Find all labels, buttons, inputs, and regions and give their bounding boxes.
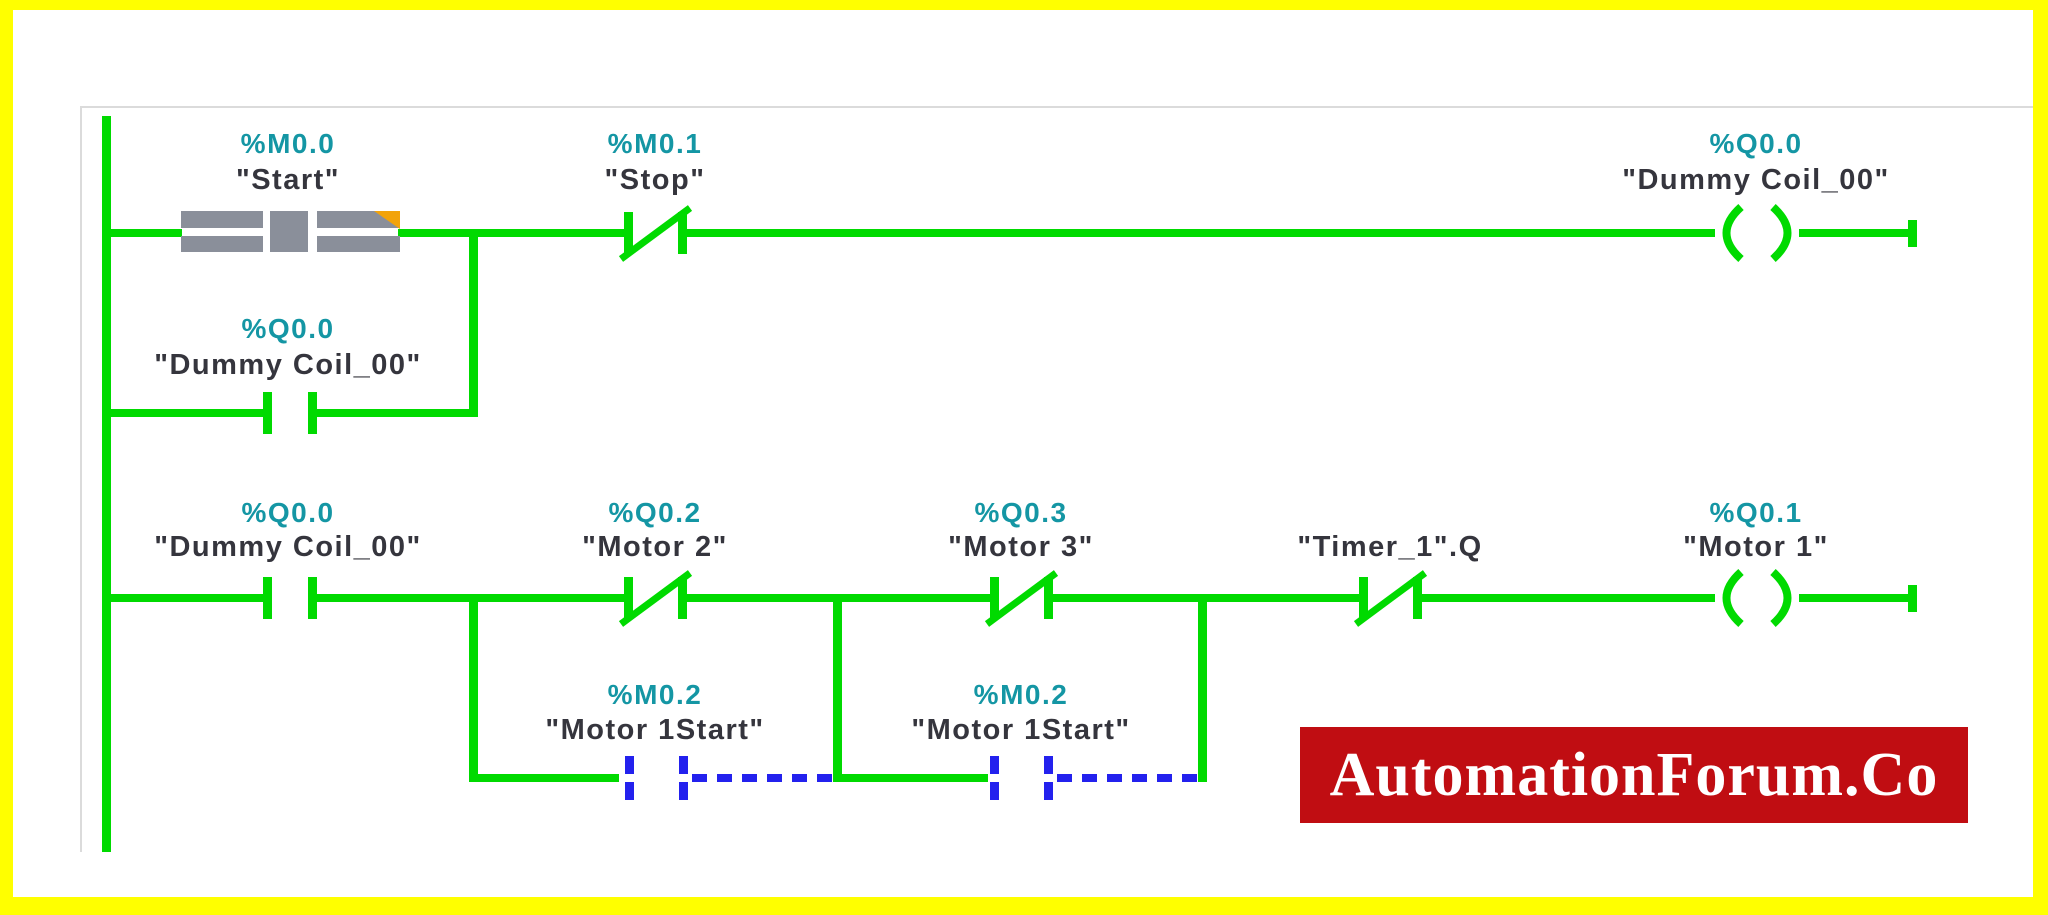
- watermark-banner: AutomationForum.Co: [1300, 727, 1968, 823]
- motor3-address[interactable]: %Q0.3: [974, 497, 1068, 528]
- stop-nc-contact-symbol[interactable]: [618, 205, 693, 262]
- motor1start-no-contact-a-symbol[interactable]: [625, 756, 838, 800]
- motor1-address[interactable]: %Q0.1: [1709, 497, 1803, 528]
- frame-border-right: [2033, 0, 2048, 915]
- dummy-coil-symbol[interactable]: [1722, 204, 1792, 262]
- branch2-wires: [469, 598, 1207, 782]
- stop-address[interactable]: %M0.1: [607, 128, 703, 159]
- dummy-r2-name[interactable]: "Dummy Coil_00": [154, 531, 422, 563]
- motor1start-b-name[interactable]: "Motor 1Start": [911, 714, 1131, 746]
- start-name[interactable]: "Start": [235, 164, 341, 196]
- motor1start-b-address[interactable]: %M0.2: [973, 679, 1069, 710]
- motor1start-a-address[interactable]: %M0.2: [607, 679, 703, 710]
- dummy-coil-no-contact-symbol[interactable]: [263, 577, 317, 619]
- start-address[interactable]: %M0.0: [240, 128, 336, 159]
- motor1-name[interactable]: "Motor 1": [1683, 531, 1829, 563]
- sealin-address[interactable]: %Q0.0: [241, 313, 335, 344]
- rung1-wires: [102, 229, 1911, 237]
- motor1-coil-symbol[interactable]: [1722, 569, 1792, 627]
- power-rail: [102, 116, 111, 852]
- collapse-marker-icon: [374, 211, 400, 229]
- motor3-name[interactable]: "Motor 3": [948, 531, 1094, 563]
- stop-name[interactable]: "Stop": [604, 164, 706, 196]
- timer-q-name[interactable]: "Timer_1".Q: [1297, 531, 1483, 563]
- motor3-nc-contact-symbol[interactable]: [984, 570, 1059, 627]
- frame-border-bottom: [0, 897, 2048, 915]
- branch1-wires: [102, 233, 478, 417]
- dummy-coil-address[interactable]: %Q0.0: [1709, 128, 1803, 159]
- rung2-end-terminal: [1908, 585, 1917, 612]
- motor2-nc-contact-symbol[interactable]: [618, 570, 693, 627]
- motor1start-a-name[interactable]: "Motor 1Start": [545, 714, 765, 746]
- sealin-name[interactable]: "Dummy Coil_00": [154, 349, 422, 381]
- editor-border-left: [80, 106, 82, 852]
- frame-border-top: [0, 0, 2048, 10]
- editor-border-top: [80, 106, 2033, 108]
- timer-q-nc-contact-symbol[interactable]: [1353, 570, 1428, 627]
- frame-border-left: [0, 0, 13, 915]
- motor2-address[interactable]: %Q0.2: [608, 497, 702, 528]
- dummy-coil-name[interactable]: "Dummy Coil_00": [1622, 164, 1890, 196]
- rung1-end-terminal: [1908, 220, 1917, 247]
- start-contact-symbol[interactable]: [181, 211, 400, 252]
- motor2-name[interactable]: "Motor 2": [582, 531, 728, 563]
- dummy-sealin-no-contact-symbol[interactable]: [263, 392, 317, 434]
- dummy-r2-address[interactable]: %Q0.0: [241, 497, 335, 528]
- motor1start-no-contact-b-symbol[interactable]: [990, 756, 1203, 800]
- rung2-wires: [102, 594, 1911, 602]
